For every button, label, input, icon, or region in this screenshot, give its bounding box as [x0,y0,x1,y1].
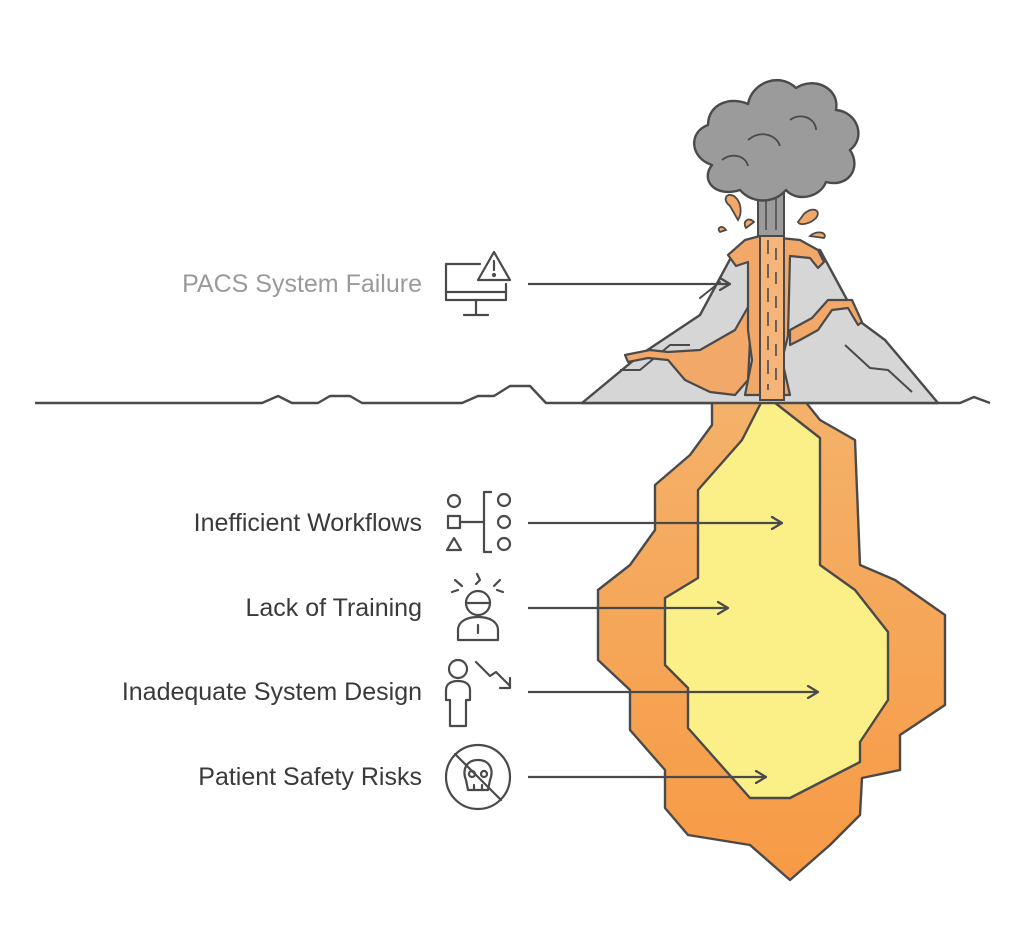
lava-splash [724,194,742,222]
rock-shading [844,344,913,393]
stressed-person-icon [450,572,505,642]
label-lack-of-training: Lack of Training [245,594,423,622]
lava-splash [743,218,756,230]
lava-flow-left [623,298,754,397]
no-skull-icon [444,743,512,811]
workflow-shapes-icon [445,490,512,554]
lava-flow-right [788,298,864,347]
label-inadequate-system-design: Inadequate System Design [121,678,422,706]
lava-splash [717,226,728,234]
lava-conduit [759,229,785,401]
label-patient-safety-risks: Patient Safety Risks [198,763,422,791]
magma-core [663,393,890,800]
monitor-warning-icon [444,250,512,317]
person-decline-icon [444,658,512,728]
lava-splash [796,208,819,225]
label-pacs-system-failure: PACS System Failure [182,270,422,298]
lava-splash [808,231,826,239]
label-inefficient-workflows: Inefficient Workflows [193,509,422,537]
